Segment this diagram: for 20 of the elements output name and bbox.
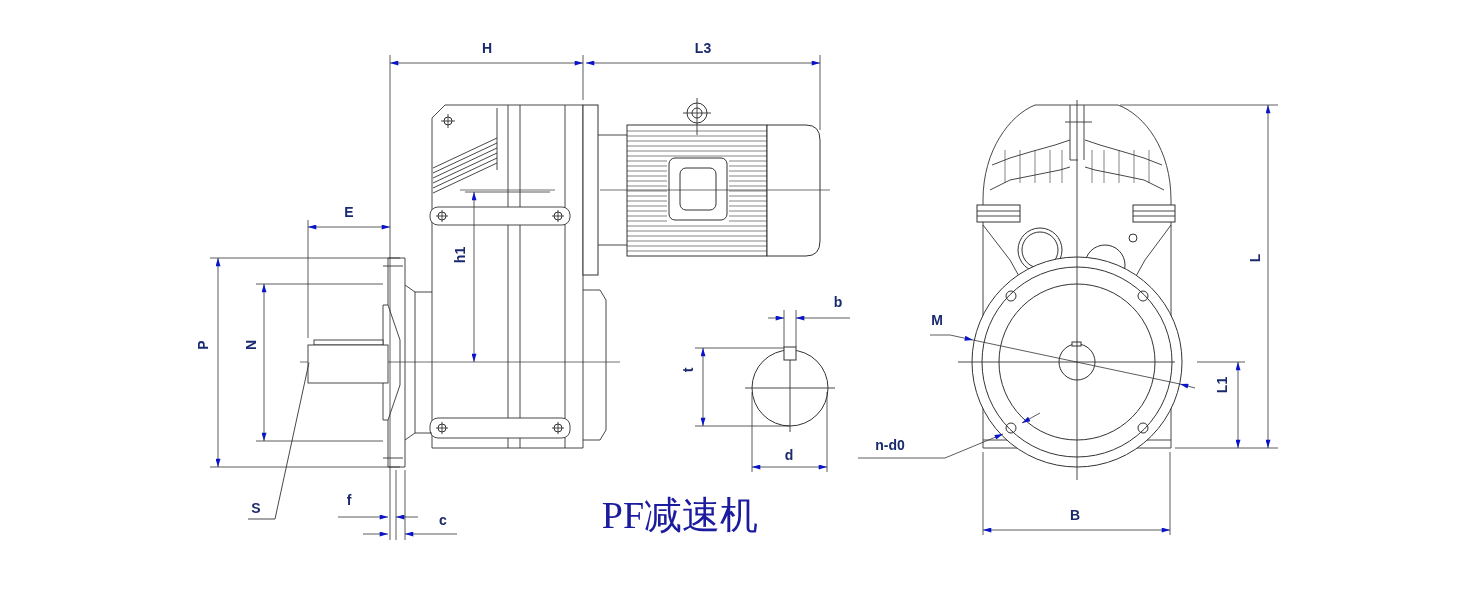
dimension-label: N [243,339,259,351]
dimension-label: d [784,447,794,463]
dimension-label: E [344,204,354,220]
output-shaft [307,339,389,384]
leader-line [247,362,310,520]
dimension-label: B [1069,507,1081,523]
dimension-label: b [833,294,843,310]
dimension-label: n-d0 [875,437,905,453]
diagram-title: PF减速机 [601,494,759,536]
dimension-label: H [481,40,493,56]
dimension-label: L [1247,253,1263,263]
dimension-label: L1 [1214,376,1230,394]
part-label: S [248,500,264,518]
dimension-label: P [195,340,211,350]
dimension-label: M [931,312,943,328]
dimension-label: f [346,492,352,508]
dimension-label: L3 [694,40,712,56]
dimension-label: t [680,367,696,373]
dimension-label: h1 [452,246,468,264]
dimension-label: c [439,512,447,528]
